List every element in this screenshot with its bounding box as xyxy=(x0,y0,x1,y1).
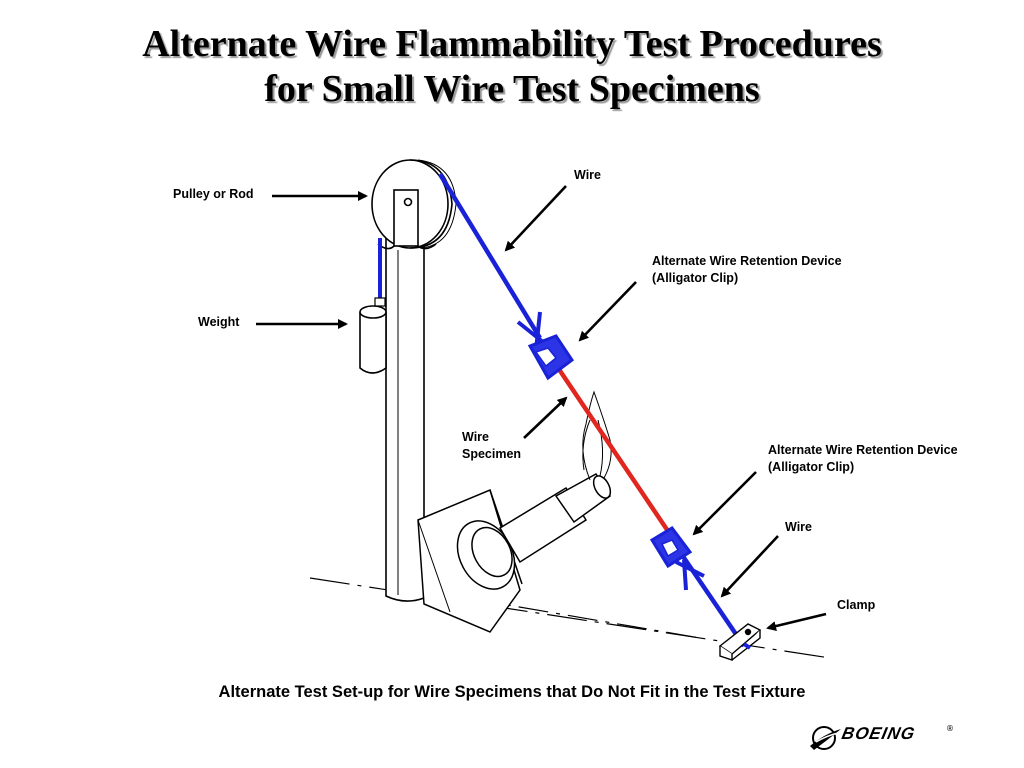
label-clip-bottom: Alternate Wire Retention Device (Alligat… xyxy=(768,443,958,474)
title-line-1: Alternate Wire Flammability Test Procedu… xyxy=(142,23,882,65)
title-line-2: for Small Wire Test Specimens xyxy=(264,68,760,110)
flame xyxy=(582,390,612,481)
figure-caption: Alternate Test Set-up for Wire Specimens… xyxy=(218,683,806,701)
boeing-symbol-icon xyxy=(810,726,841,750)
label-clip-top: Alternate Wire Retention Device (Alligat… xyxy=(652,254,842,285)
arrow-clip-bottom xyxy=(692,471,757,536)
wire-lower xyxy=(678,550,746,648)
label-pulley: Pulley or Rod xyxy=(173,187,254,201)
alligator-clip-lower xyxy=(649,526,705,591)
weight xyxy=(359,238,387,374)
arrow-specimen xyxy=(523,396,568,439)
slide-title: Alternate Wire Flammability Test Procedu… xyxy=(0,22,1024,112)
arrow-clip-top xyxy=(578,281,637,342)
label-weight: Weight xyxy=(198,315,240,329)
label-wire-top: Wire xyxy=(574,168,601,182)
arrow-wire-top xyxy=(504,185,567,252)
callout-arrows xyxy=(256,185,827,631)
boeing-wordmark: BOEING xyxy=(840,724,918,743)
arrow-clamp xyxy=(766,612,827,631)
support-post xyxy=(385,238,425,602)
label-wire-bottom: Wire xyxy=(785,520,812,534)
label-specimen: Wire Specimen xyxy=(462,430,522,461)
arrow-wire-bottom xyxy=(720,535,779,598)
boeing-logo: BOEING ® xyxy=(808,720,958,756)
registered-mark: ® xyxy=(946,724,954,733)
wire-specimen xyxy=(544,348,680,548)
pulley xyxy=(371,159,457,250)
burner xyxy=(417,473,612,633)
clamp xyxy=(718,623,762,661)
alligator-clip-upper xyxy=(516,311,575,381)
wire-upper xyxy=(438,172,542,340)
label-clamp: Clamp xyxy=(837,598,876,612)
